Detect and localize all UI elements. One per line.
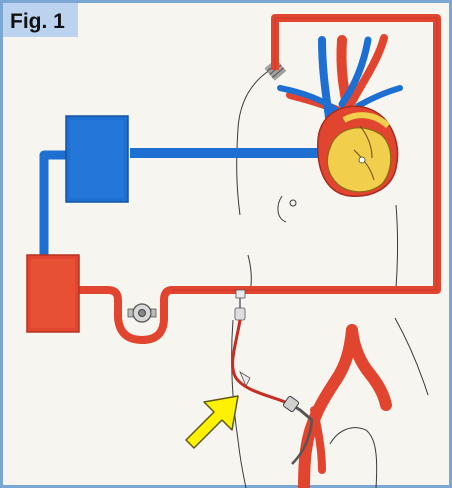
luer-connector-icon <box>236 290 245 298</box>
figure-label: Fig. 1 <box>10 10 65 33</box>
stopcock <box>235 308 245 320</box>
oxygenator-wash <box>31 259 75 328</box>
heart-valve <box>359 157 365 163</box>
heart-icon <box>318 106 398 196</box>
venous-reservoir-wash <box>70 120 124 198</box>
